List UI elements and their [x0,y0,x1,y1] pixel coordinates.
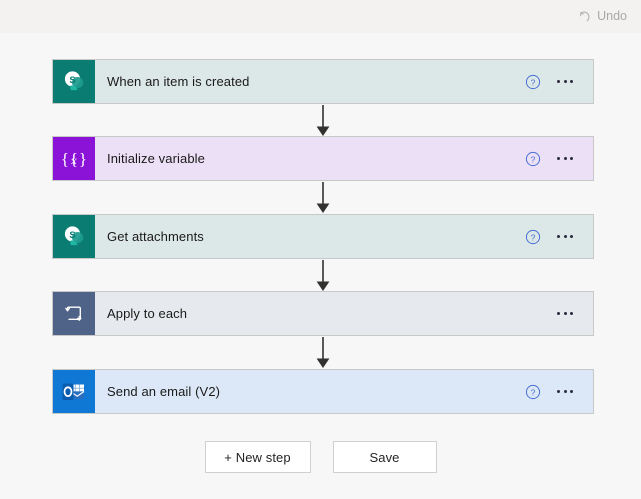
flow-footer-buttons: + New step Save [0,441,641,473]
sharepoint-icon: S [53,60,95,103]
flow-card-actions: ? [525,229,585,245]
more-options-icon[interactable] [555,153,575,164]
more-options-icon[interactable] [555,76,575,87]
flow-canvas: S When an item is created ? { x } { [0,33,641,499]
svg-text:?: ? [531,387,536,397]
flow-card-title: Send an email (V2) [107,384,221,399]
flow-card-body: When an item is created ? [95,60,593,103]
connector-arrow [316,105,330,136]
outlook-envelope-icon [53,370,95,413]
flow-card-actions [555,308,585,319]
flow-card-apply-to-each[interactable]: Apply to each [52,291,594,336]
command-bar: Undo [0,0,641,33]
svg-text:{: { [70,149,78,168]
flow-card-body: Get attachments ? [95,215,593,258]
connector-arrow [316,337,330,368]
undo-arrow-icon [580,10,590,21]
flow-card-when-an-item-is-created[interactable]: S When an item is created ? [52,59,594,104]
flow-card-body: Send an email (V2) ? [95,370,593,413]
more-options-icon[interactable] [555,231,575,242]
flow-card-title: Get attachments [107,229,204,244]
flow-card-actions: ? [525,151,585,167]
flow-card-initialize-variable[interactable]: { x } { Initialize variable ? [52,136,594,181]
more-options-icon[interactable] [555,308,575,319]
svg-text:S: S [69,230,75,241]
flow-card-title: Initialize variable [107,151,206,166]
undo-button[interactable]: Undo [569,0,641,33]
flow-card-title: When an item is created [107,74,250,89]
flow-card-actions: ? [525,74,585,90]
sharepoint-icon: S [53,215,95,258]
connector-arrow [316,182,330,213]
variables-braces-x-icon: { x } { [53,137,95,180]
flow-card-body: Initialize variable ? [95,137,593,180]
svg-text:x: x [70,153,77,167]
flow-card-send-an-email-v2[interactable]: Send an email (V2) ? [52,369,594,414]
new-step-button[interactable]: + New step [204,441,311,473]
save-button[interactable]: Save [332,441,437,473]
undo-label: Undo [597,9,627,24]
connector-arrow [316,260,330,291]
help-icon[interactable]: ? [525,229,541,245]
help-icon[interactable]: ? [525,151,541,167]
svg-text:?: ? [531,77,536,87]
flow-card-title: Apply to each [107,306,188,321]
flow-card-body: Apply to each [95,292,593,335]
help-icon[interactable]: ? [525,384,541,400]
help-icon[interactable]: ? [525,74,541,90]
svg-text:?: ? [531,232,536,242]
svg-text:S: S [69,75,75,86]
more-options-icon[interactable] [555,386,575,397]
svg-text:}: } [79,149,87,168]
flow-card-actions: ? [525,384,585,400]
loop-repeat-icon [53,292,95,335]
svg-text:{: { [61,149,69,168]
flow-card-get-attachments[interactable]: S Get attachments ? [52,214,594,259]
svg-text:?: ? [531,154,536,164]
